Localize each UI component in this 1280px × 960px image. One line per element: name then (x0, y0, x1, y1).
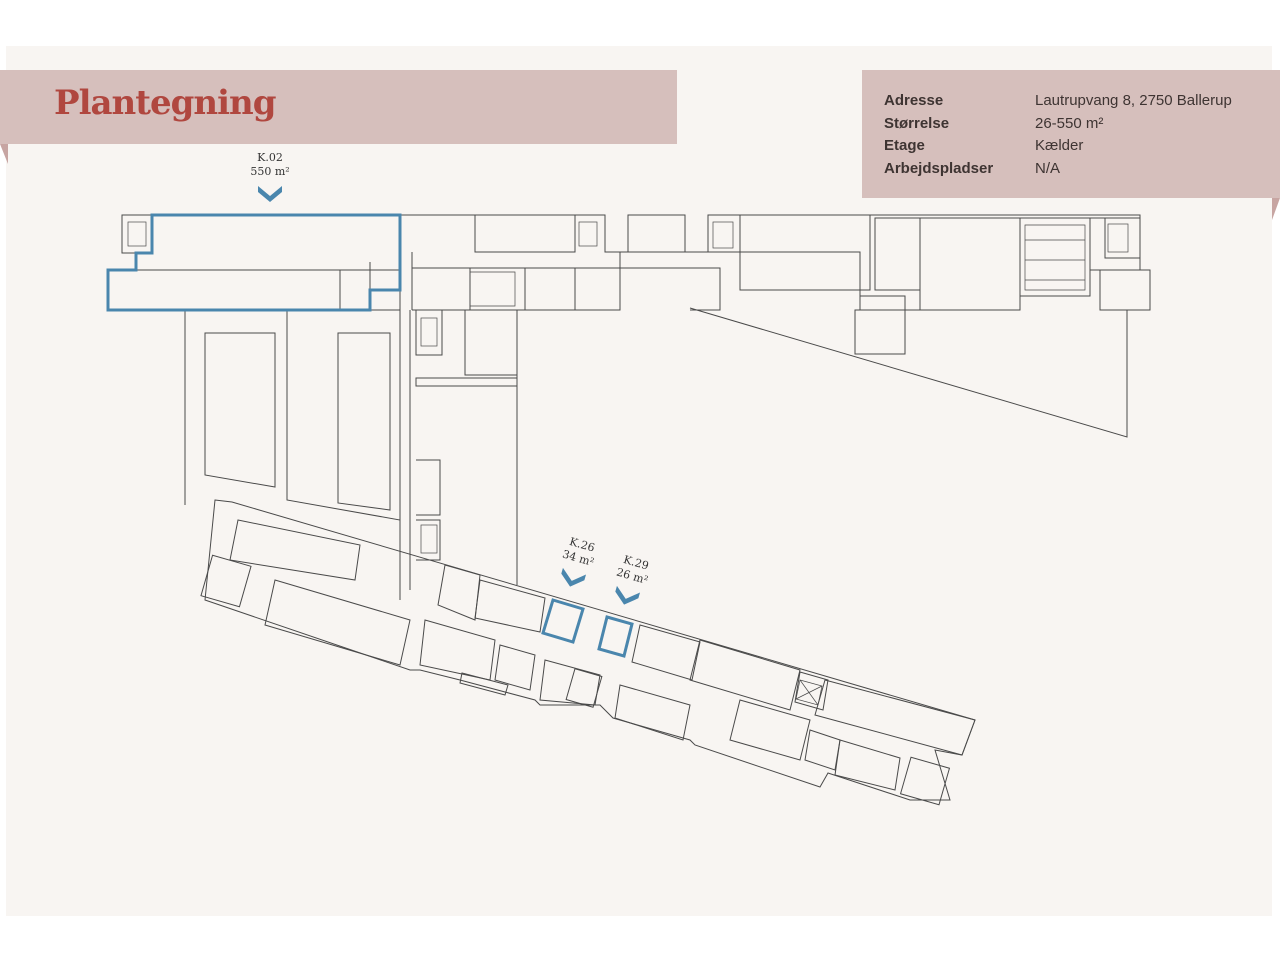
stair-details (127, 221, 1129, 706)
info-value: N/A (1035, 160, 1061, 177)
unit-size: 550 m² (250, 165, 289, 178)
unit-k29-outline[interactable] (597, 615, 634, 658)
info-label: Adresse (884, 92, 944, 109)
info-value: 26-550 m² (1035, 115, 1104, 132)
floor-plan-walls (107, 214, 1151, 806)
info-value: Lautrupvang 8, 2750 Ballerup (1035, 92, 1232, 109)
unit-k29-label: K.29 26 m² (615, 553, 650, 605)
title-band (0, 70, 677, 144)
unit-k26-label: K.26 34 m² (561, 535, 596, 587)
info-label: Etage (884, 137, 925, 154)
unit-id: K.02 (257, 151, 283, 164)
info-label: Arbejdspladser (884, 160, 994, 177)
unit-k02-label: K.02 550 m² (250, 151, 290, 202)
highlighted-units (106, 213, 634, 658)
chevron-down-icon (615, 585, 641, 605)
page-title: Plantegning (54, 83, 276, 123)
title-band-fold (0, 144, 8, 164)
property-info-panel (862, 70, 1280, 198)
unit-k26-outline[interactable] (541, 598, 585, 644)
info-panel-fold (1272, 198, 1280, 220)
info-label: Størrelse (884, 115, 950, 132)
unit-k02-outline[interactable] (106, 213, 402, 312)
chevron-down-icon (258, 186, 282, 202)
info-value: Kælder (1035, 137, 1084, 154)
chevron-down-icon (561, 567, 587, 587)
